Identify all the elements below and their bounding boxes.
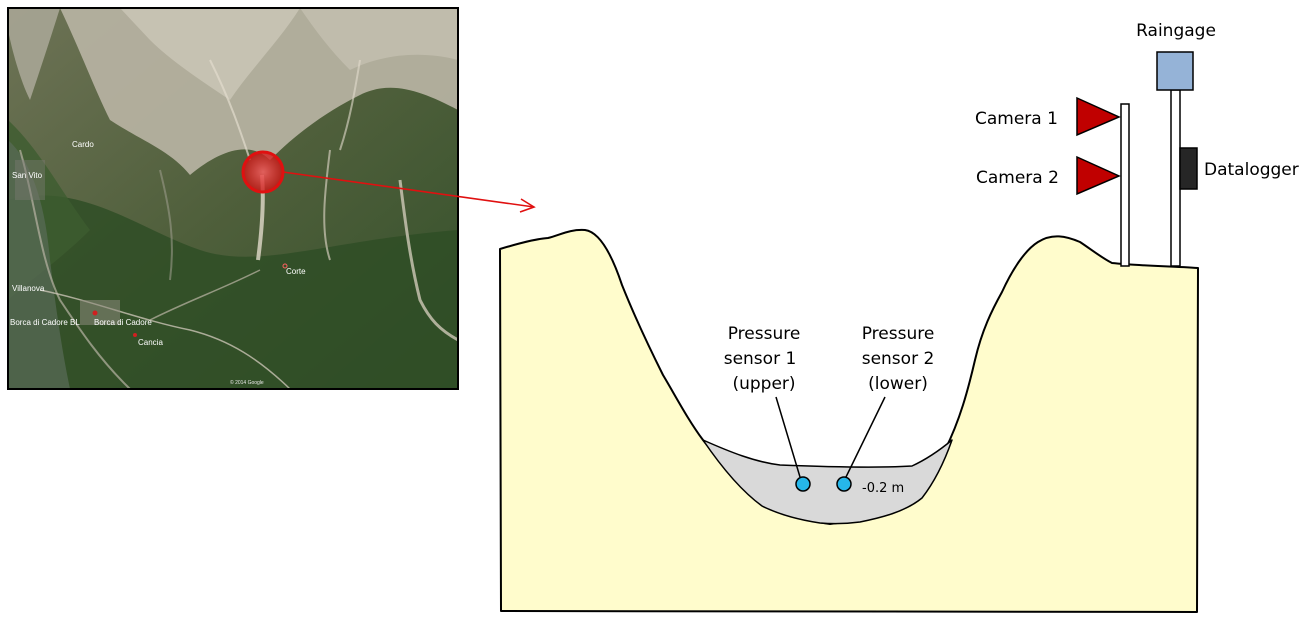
channel-deposit [702, 439, 953, 525]
pressure-sensor-2: Pressure sensor 2 (lower) -0.2 m [836, 324, 935, 496]
datalogger-icon [1179, 147, 1198, 190]
map-label-borca-bl: Borca di Cadore BL [10, 318, 80, 327]
channel-cross-section [499, 228, 1199, 613]
sensor-2-label-line2: sensor 2 [862, 349, 935, 369]
sensor-1-label-line2: sensor 1 [724, 349, 797, 369]
pressure-sensor-1: Pressure sensor 1 (upper) [724, 324, 811, 492]
camera-2-icon [1076, 155, 1121, 196]
map-label-borca: Borca di Cadore [94, 318, 152, 327]
map-pin [282, 263, 288, 269]
sensor-1-dot [795, 476, 811, 492]
terrain-profile [499, 228, 1199, 613]
sensor-1-label-line1: Pressure [728, 324, 801, 344]
map-frame [7, 7, 459, 390]
aerial-map: Cardo San Vito Corte Villanova Borca di … [7, 7, 459, 390]
map-label-cancia: Cancia [138, 338, 163, 347]
camera-mast: Camera 1 Camera 2 [975, 96, 1130, 267]
datalogger-label: Datalogger [1204, 160, 1299, 180]
map-pin [133, 333, 137, 337]
camera-1-icon [1076, 96, 1121, 137]
site-location-marker [241, 150, 285, 194]
map-label-san-vito: San Vito [12, 171, 43, 180]
raingage-pole [1170, 89, 1181, 267]
location-pointer-arrow [282, 171, 536, 213]
camera-1-label: Camera 1 [975, 109, 1058, 129]
sensor-2-label-line3: (lower) [868, 374, 928, 394]
camera-pole [1120, 103, 1130, 267]
camera-2-label: Camera 2 [976, 168, 1059, 188]
map-label-villanova: Villanova [12, 284, 45, 293]
map-copyright: © 2014 Google [230, 379, 264, 386]
map-label-cardo: Cardo [72, 140, 94, 149]
sensor-2-label-line1: Pressure [862, 324, 935, 344]
raingage-mast: Raingage Datalogger [1136, 21, 1299, 267]
sensor-2-depth-label: -0.2 m [862, 481, 904, 496]
sensor-2-dot [836, 476, 852, 492]
raingage-label: Raingage [1136, 21, 1216, 41]
map-pin [92, 310, 98, 316]
raingage-icon [1156, 51, 1194, 91]
map-label-corte: Corte [286, 267, 306, 276]
sensor-1-label-line3: (upper) [732, 374, 795, 394]
